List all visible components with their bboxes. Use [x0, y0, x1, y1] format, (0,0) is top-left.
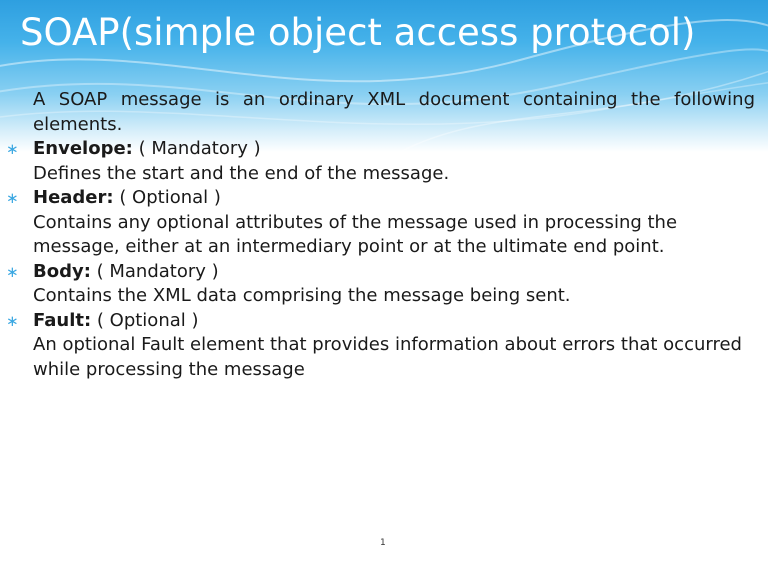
slide-title: SOAP(simple object access protocol)	[20, 11, 696, 54]
asterisk-bullet-icon: ∗	[6, 262, 19, 281]
bullet-term: Header:	[33, 187, 114, 208]
page-number: 1	[380, 538, 386, 548]
asterisk-bullet-icon: ∗	[6, 140, 19, 158]
bullet-qualifier: ( Optional )	[91, 309, 199, 331]
bullet-description: Contains the XML data comprising the mes…	[33, 285, 571, 306]
title-band	[0, 0, 768, 152]
asterisk-bullet-icon: ∗	[6, 311, 19, 330]
bullet-qualifier: ( Mandatory )	[132, 138, 261, 159]
bullet-header: ∗ Header: ( Optional ) Contains any opti…	[6, 186, 755, 260]
asterisk-bullet-icon: ∗	[6, 189, 19, 207]
bullet-envelope: ∗ Envelope: ( Mandatory ) Defines the st…	[6, 137, 755, 186]
bullet-term: Body:	[33, 260, 91, 282]
wave-decoration	[0, 19, 768, 152]
intro-paragraph: A SOAP message is an ordinary XML docume…	[33, 89, 755, 135]
bullet-qualifier: ( Optional )	[113, 187, 221, 208]
slide-body: A SOAP message is an ordinary XML docume…	[0, 88, 768, 382]
bullet-description: Defines the start and the end of the mes…	[33, 162, 450, 184]
bullet-term: Fault:	[33, 309, 92, 331]
bullet-qualifier: ( Mandatory )	[90, 260, 219, 282]
bullet-fault: ∗ Fault: ( Optional ) An optional Fault …	[6, 309, 755, 383]
bullet-body: ∗ Body: ( Mandatory ) Contains the XML d…	[6, 260, 755, 309]
bullet-term: Envelope:	[33, 138, 133, 159]
bullet-description: Contains any optional attributes of the …	[33, 211, 678, 258]
bullet-description: An optional Fault element that provides …	[33, 334, 742, 380]
